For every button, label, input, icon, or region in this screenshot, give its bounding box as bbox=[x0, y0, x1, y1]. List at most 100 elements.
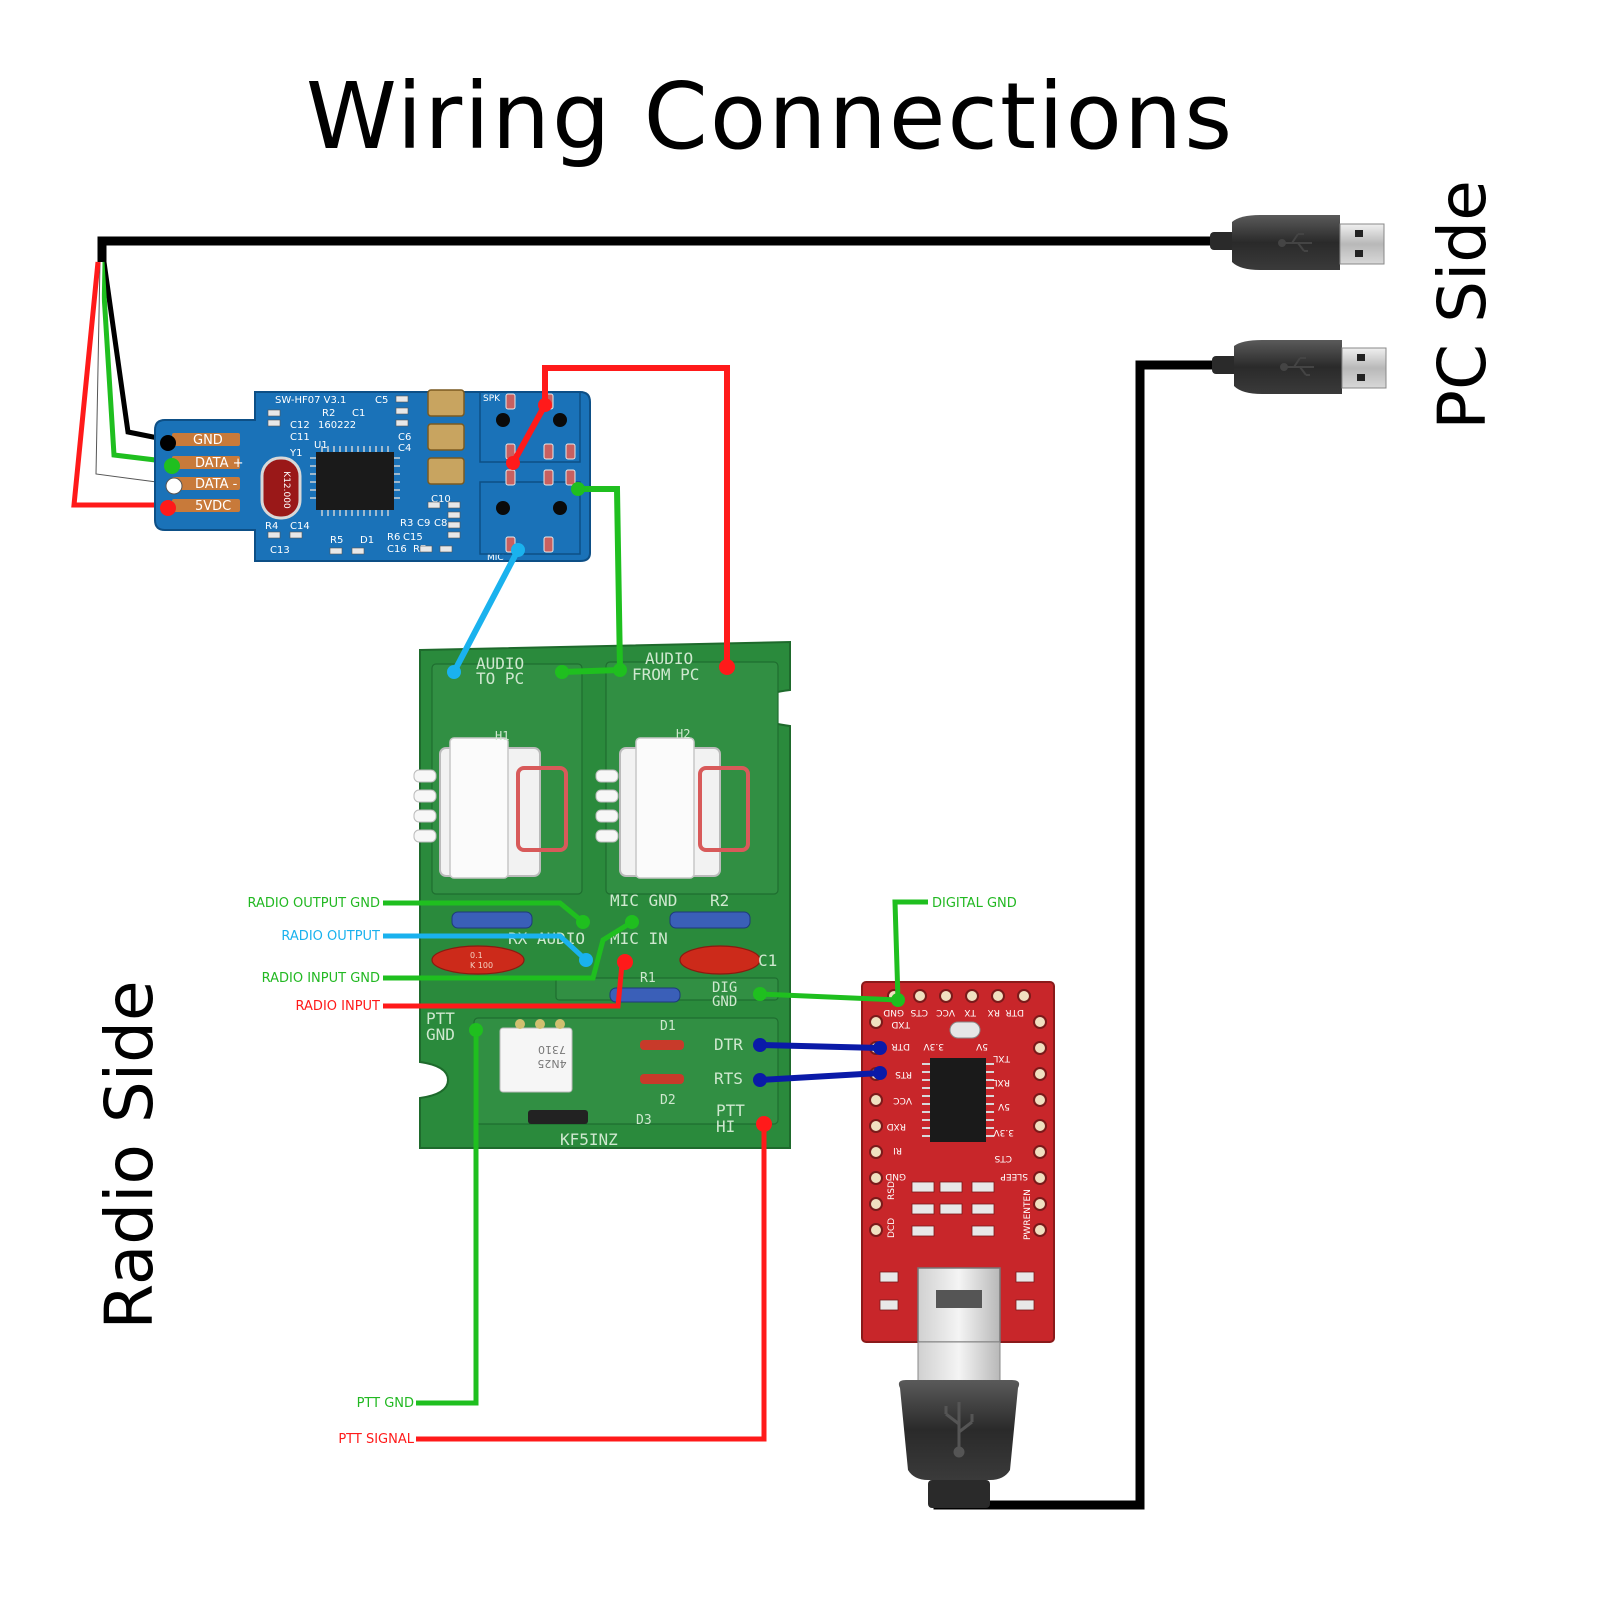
ftdi-label-5v-2: 5V bbox=[997, 1101, 1010, 1111]
usb-sound-card: GND DATA + DATA - 5VDC SW-HF07 V3.1 1602… bbox=[154, 389, 591, 563]
diagram-title: Wiring Connections bbox=[306, 63, 1234, 170]
node-data-plus bbox=[164, 458, 180, 474]
node-radio-input-gnd bbox=[625, 915, 639, 929]
silk-mic-in: MIC IN bbox=[610, 929, 668, 948]
silk-c8: C8 bbox=[434, 518, 447, 529]
resistors bbox=[451, 911, 751, 1003]
silk-c16: C16 bbox=[387, 544, 407, 555]
crystal: K12.000 bbox=[260, 456, 302, 520]
node-dig-gnd bbox=[753, 987, 767, 1001]
wire-radio-output bbox=[383, 933, 588, 962]
silk-y1: Y1 bbox=[289, 448, 302, 459]
node-ftdi-gnd bbox=[891, 993, 905, 1007]
wire-audio-from-pc bbox=[510, 365, 730, 667]
silk-spk: SPK bbox=[483, 394, 501, 404]
label-radio-input: RADIO INPUT bbox=[296, 999, 381, 1014]
silk-h2: H2 bbox=[676, 727, 690, 741]
transformer-h1 bbox=[413, 737, 568, 879]
wire-audio-to-pc bbox=[451, 548, 521, 674]
ftdi-label-dtr: DTR bbox=[1005, 1007, 1024, 1017]
silk-r3: R3 bbox=[400, 518, 413, 529]
ftdi-board: GND CTS VCC TX RX DTR TXD DTR 3.3V 5V TX… bbox=[861, 981, 1055, 1343]
wire-dtr bbox=[759, 1042, 881, 1051]
label-radio-input-gnd: RADIO INPUT GND bbox=[262, 971, 380, 986]
wire-audio-gnd bbox=[561, 486, 624, 675]
silk-ptt-gnd-1: PTT bbox=[426, 1009, 455, 1028]
silk-ptt-hi-2: HI bbox=[716, 1117, 735, 1136]
ftdi-pin-col-right bbox=[1033, 1015, 1047, 1237]
silk-r7: R7 bbox=[413, 544, 426, 555]
ftdi-label-33v: 3.3V bbox=[923, 1041, 944, 1051]
optocoupler: 4N25 7310 bbox=[499, 1019, 573, 1093]
ftdi-label-rts: RTS bbox=[895, 1069, 912, 1079]
silk-c1: C1 bbox=[758, 951, 777, 970]
usb-symbol-icon bbox=[1278, 233, 1312, 252]
label-ptt-gnd: PTT GND bbox=[357, 1396, 414, 1411]
ftdi-label-ri: RI bbox=[893, 1145, 902, 1155]
wire-ptt-signal bbox=[416, 1124, 767, 1442]
ftdi-label-rxd: RXD bbox=[887, 1121, 906, 1131]
node-audio-from-pc bbox=[719, 659, 735, 675]
silk-r2: R2 bbox=[710, 891, 729, 910]
silk-rts: RTS bbox=[714, 1069, 743, 1088]
ftdi-label-txl: TXL bbox=[993, 1053, 1011, 1063]
node-rts-ftdi bbox=[873, 1066, 887, 1080]
ftdi-label-vcc-2: VCC bbox=[893, 1095, 912, 1105]
ftdi-label-33v-2: 3.3V bbox=[993, 1127, 1014, 1137]
pin-gnd-label: GND bbox=[193, 433, 223, 448]
radio-side-label: Radio Side bbox=[91, 980, 168, 1329]
node-spk-top bbox=[538, 398, 552, 412]
silk-dig-gnd-2: GND bbox=[712, 994, 737, 1010]
silk-audio-to-pc-1: AUDIO bbox=[476, 654, 524, 673]
silk-u1: U1 bbox=[314, 440, 328, 451]
silk-c1: C1 bbox=[352, 408, 365, 419]
usb-fanout-wires bbox=[71, 261, 173, 508]
usb-plug-bottom bbox=[1212, 340, 1387, 394]
ftdi-label-pwrenten: PWRENTEN bbox=[1023, 1189, 1033, 1240]
sound-card-date: 160222 bbox=[318, 420, 356, 431]
usb-symbol-icon bbox=[1280, 357, 1314, 376]
node-audio-gnd-mid bbox=[613, 663, 627, 677]
label-radio-output: RADIO OUTPUT bbox=[281, 929, 380, 944]
ftdi-label-sleep: SLEEP bbox=[1000, 1171, 1028, 1181]
tantalum-caps bbox=[427, 389, 465, 485]
silk-mic-gnd: MIC GND bbox=[610, 891, 677, 910]
usb-symbol-icon bbox=[944, 1402, 974, 1458]
silk-d2: D2 bbox=[660, 1093, 676, 1108]
node-data-minus bbox=[165, 477, 183, 495]
smd-parts bbox=[267, 395, 461, 555]
usb-plug-top bbox=[1210, 215, 1385, 270]
diodes bbox=[528, 1040, 684, 1124]
silk-r6: R6 bbox=[387, 532, 400, 543]
node-audio-to-pc-gnd bbox=[555, 665, 569, 679]
silk-d1: D1 bbox=[660, 1019, 676, 1034]
ftdi-label-cts-2: CTS bbox=[994, 1153, 1012, 1163]
node-ptt-hi bbox=[756, 1116, 772, 1132]
ftdi-label-rxl: RXL bbox=[993, 1077, 1010, 1087]
silk-c9: C9 bbox=[417, 518, 430, 529]
ftdi-label-cts: CTS bbox=[910, 1007, 928, 1017]
ftdi-label-tx: TX bbox=[964, 1007, 977, 1017]
node-radio-output bbox=[579, 953, 593, 967]
usb-contacts bbox=[172, 433, 240, 512]
node-dtr-board bbox=[753, 1038, 767, 1052]
opto-code: 7310 bbox=[538, 1043, 566, 1056]
pin-5vdc-label: 5VDC bbox=[195, 499, 231, 514]
sound-card-model: SW-HF07 V3.1 bbox=[275, 395, 346, 406]
node-audio-gnd-top bbox=[571, 482, 585, 496]
label-radio-output-gnd: RADIO OUTPUT GND bbox=[247, 896, 380, 911]
silk-dig-gnd-1: DIG bbox=[712, 980, 737, 996]
node-audio-to-pc bbox=[447, 665, 461, 679]
node-spk bbox=[506, 456, 520, 470]
node-radio-output-gnd bbox=[576, 915, 590, 929]
silk-d3: D3 bbox=[636, 1113, 652, 1128]
silk-d1: D1 bbox=[360, 535, 374, 546]
silk-r1: R1 bbox=[640, 971, 656, 986]
wire-green-data-plus bbox=[99, 261, 173, 465]
silk-r4: R4 bbox=[265, 521, 278, 532]
silk-c4: C4 bbox=[398, 443, 411, 454]
interface-board: 0.1 K 100 4N25 7310 AUDIO TO PC AUDIO FR… bbox=[413, 640, 791, 1149]
pin-data-plus-label: DATA + bbox=[195, 456, 244, 471]
node-5vdc bbox=[160, 500, 176, 516]
silk-audio-to-pc-2: TO PC bbox=[476, 669, 524, 688]
